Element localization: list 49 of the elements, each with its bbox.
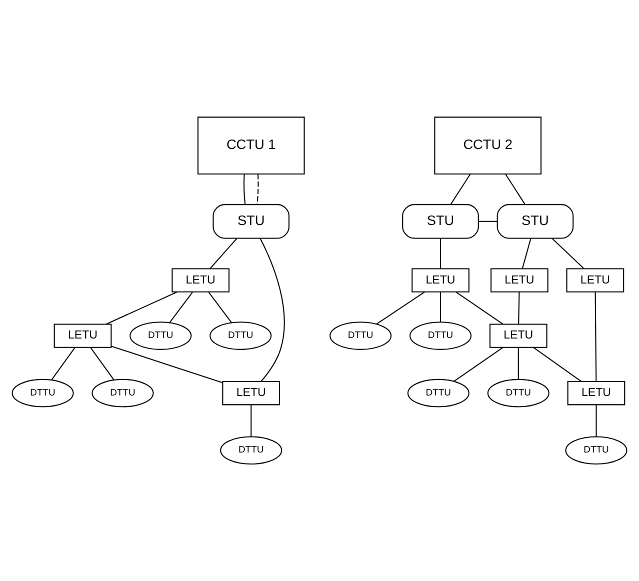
connector [533, 347, 582, 382]
connector [111, 346, 223, 384]
connector [90, 347, 114, 380]
node-box: STU [402, 204, 479, 239]
connector [478, 220, 498, 222]
connector [376, 291, 425, 325]
connector [505, 174, 526, 204]
connector [256, 174, 259, 204]
node-box: LETU [412, 268, 470, 292]
node-ellipse: DTTU [12, 378, 74, 408]
node-ellipse: DTTU [410, 322, 472, 350]
connector [250, 404, 252, 437]
connector [596, 404, 597, 437]
node-ellipse: DTTU [220, 436, 282, 465]
connector [260, 238, 285, 382]
node-box: LETU [490, 268, 548, 292]
node-box: LETU [489, 324, 548, 348]
connector [552, 238, 584, 270]
connector [453, 347, 504, 382]
connector [440, 292, 442, 322]
connector [210, 238, 238, 270]
connector [456, 291, 504, 325]
node-ellipse: DTTU [330, 322, 392, 350]
node-box: LETU [567, 381, 626, 406]
node-ellipse: DTTU [407, 378, 470, 408]
connector [106, 291, 178, 325]
connector [51, 347, 76, 380]
node-ellipse: DTTU [565, 436, 628, 465]
node-ellipse: DTTU [130, 322, 192, 350]
node-box: LETU [566, 268, 624, 292]
node-box: LETU [54, 324, 112, 348]
connector [594, 292, 597, 382]
node-box: STU [212, 204, 290, 239]
connector [208, 292, 232, 324]
node-ellipse: DTTU [210, 322, 272, 350]
node-ellipse: DTTU [92, 378, 154, 408]
connector [169, 292, 193, 324]
node-box: CCTU 1 [197, 116, 305, 175]
connector [450, 174, 471, 204]
connector [518, 292, 520, 324]
connector [522, 238, 532, 269]
connector [243, 174, 246, 204]
node-box: LETU [222, 381, 280, 406]
connector [440, 238, 442, 269]
node-box: STU [496, 204, 574, 239]
connector [518, 347, 519, 380]
node-ellipse: DTTU [487, 378, 550, 408]
node-box: LETU [172, 268, 230, 292]
node-box: CCTU 2 [434, 116, 542, 175]
